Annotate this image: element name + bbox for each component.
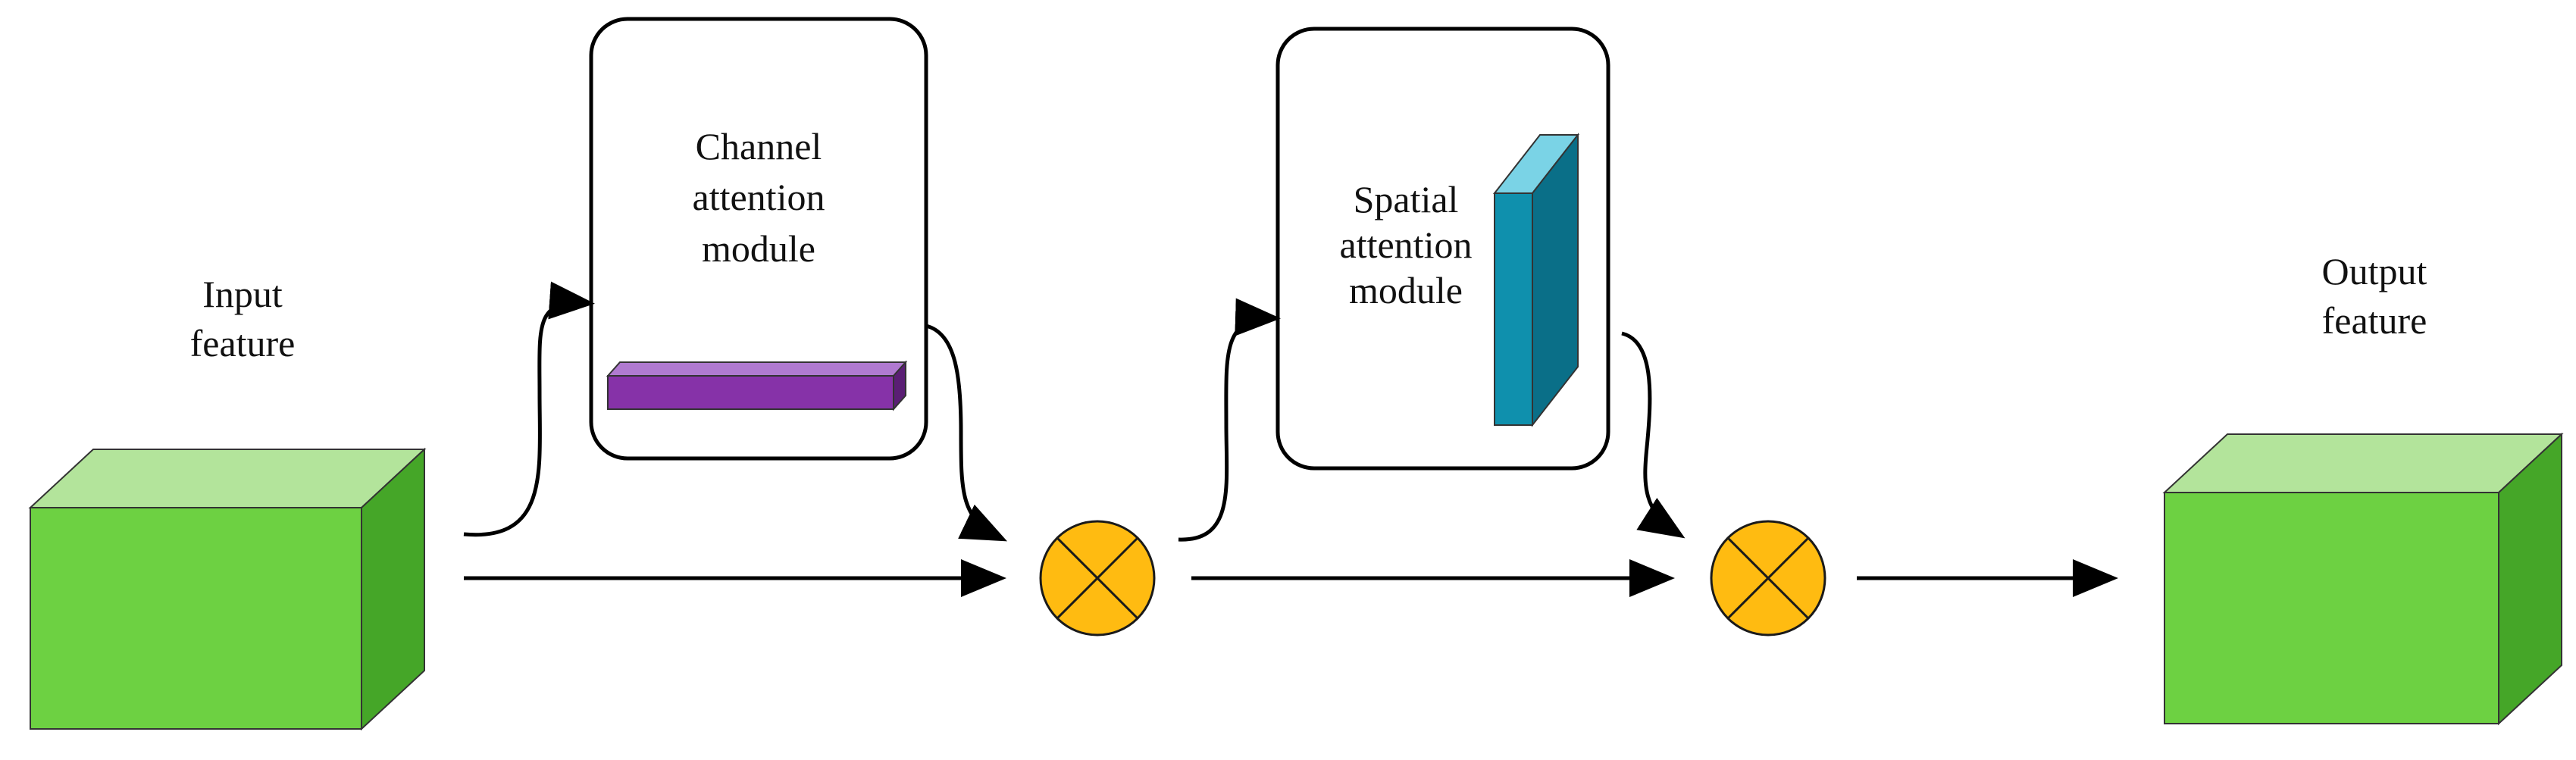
spatial-attention-label-line2: attention	[1340, 224, 1473, 266]
spatial-bar-front	[1494, 192, 1533, 426]
output-cube-top	[2162, 433, 2564, 493]
spatial-attention-bar	[1492, 133, 1580, 427]
channel-attention-label-line1: Channel	[696, 125, 822, 167]
channel-bar-top	[606, 361, 908, 377]
input-feature-label-line1: Input	[202, 273, 283, 315]
output-feature-label-line1: Output	[2322, 250, 2427, 292]
multiply-operator-2	[1710, 520, 1826, 636]
input-feature-cube	[28, 447, 427, 731]
arrow-input-to-channel	[463, 281, 595, 537]
output-cube-front	[2164, 492, 2499, 724]
channel-attention-box	[589, 17, 928, 461]
spatial-attention-label-line3: module	[1349, 269, 1463, 311]
input-feature-label-line2: feature	[190, 322, 296, 364]
arrow-operator1-to-spatial	[1178, 298, 1281, 542]
multiply-operator-1	[1039, 520, 1156, 636]
channel-attention-bar	[606, 360, 908, 411]
channel-attention-label-line2: attention	[693, 176, 825, 218]
output-feature-label-line2: feature	[2322, 299, 2427, 342]
input-cube-top	[28, 449, 427, 508]
spatial-attention-label-line1: Spatial	[1354, 178, 1459, 220]
input-cube-front	[30, 507, 362, 730]
arrow-channel-to-operator1	[925, 324, 1008, 542]
arrow-spatial-to-operator2	[1621, 331, 1686, 539]
output-feature-cube	[2162, 432, 2564, 726]
channel-attention-label-line3: module	[702, 227, 815, 270]
channel-bar-front	[607, 375, 894, 410]
